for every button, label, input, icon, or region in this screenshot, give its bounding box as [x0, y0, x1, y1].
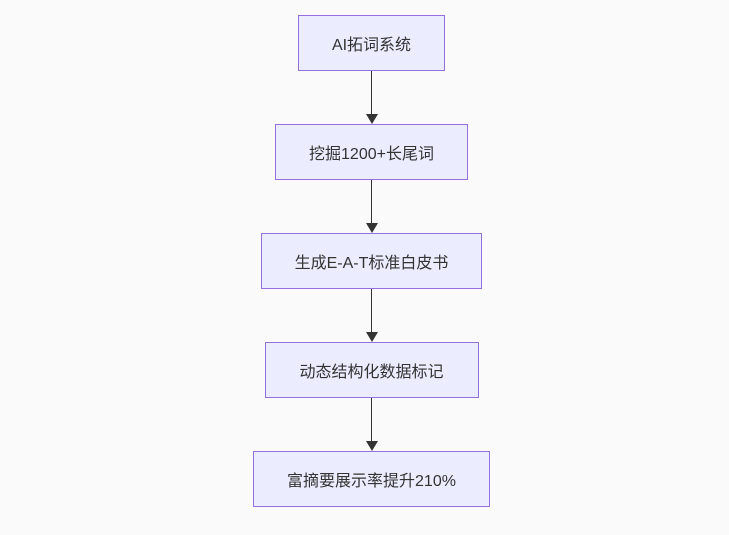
arrow-line	[370, 398, 373, 442]
flow-node-rich-snippet-rate-increase: 富摘要展示率提升210%	[253, 451, 490, 507]
arrow-line	[370, 71, 373, 115]
arrowhead-icon	[365, 114, 378, 124]
flow-node-label: 生成E-A-T标准白皮书	[294, 255, 449, 272]
flow-node-label: 挖掘1200+长尾词	[309, 146, 434, 163]
arrowhead-icon	[365, 332, 378, 342]
flowchart: AI拓词系统 挖掘1200+长尾词 生成E-A-T标准白皮书 动态结构化数据标记…	[253, 15, 490, 507]
flow-node-label: AI拓词系统	[331, 37, 412, 54]
flow-node-dynamic-structured-data-markup: 动态结构化数据标记	[264, 342, 479, 398]
flow-node-generate-eat-whitepaper: 生成E-A-T标准白皮书	[260, 233, 483, 289]
arrow-line	[370, 289, 373, 333]
flow-node-ai-word-expansion-system: AI拓词系统	[297, 15, 446, 71]
edge-arrow-1	[365, 71, 378, 124]
flow-node-label: 动态结构化数据标记	[299, 364, 444, 381]
arrowhead-icon	[365, 441, 378, 451]
arrow-line	[370, 180, 373, 224]
edge-arrow-4	[365, 398, 378, 451]
flow-node-mine-longtail-keywords: 挖掘1200+长尾词	[275, 124, 468, 180]
edge-arrow-2	[365, 180, 378, 233]
arrowhead-icon	[365, 223, 378, 233]
flow-node-label: 富摘要展示率提升210%	[287, 473, 456, 490]
edge-arrow-3	[365, 289, 378, 342]
